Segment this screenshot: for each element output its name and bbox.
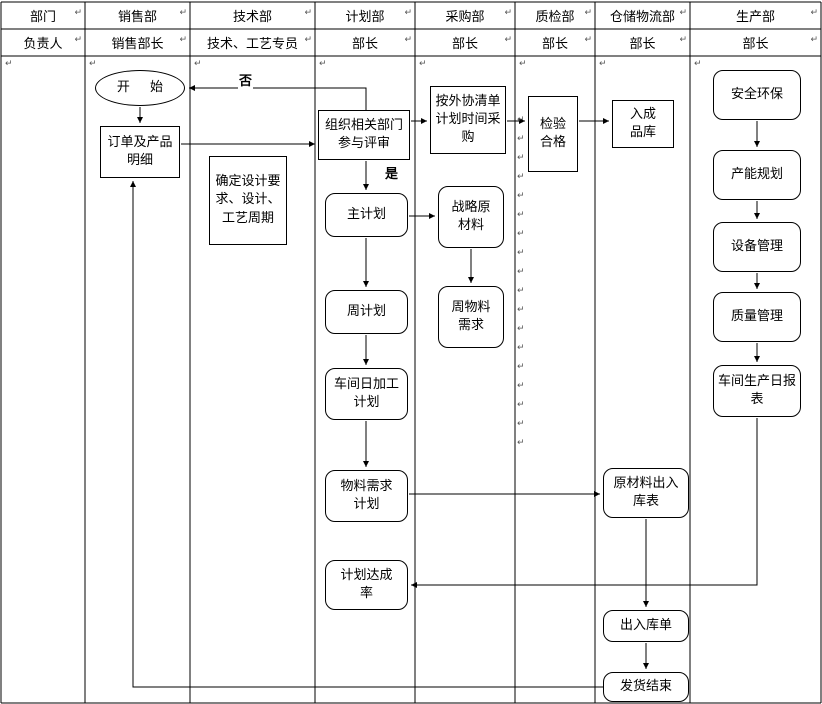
cell-mark-icon: ↵ <box>404 35 412 45</box>
paragraph-mark-icon: ↵ <box>194 59 202 69</box>
node-equipment-management[interactable]: 设备管理 <box>713 222 801 272</box>
cell-mark-icon: ↵ <box>810 35 818 45</box>
cell-mark-icon: ↵ <box>74 8 82 18</box>
node-ship-end[interactable]: 发货结束 <box>603 672 689 702</box>
paragraph-mark-icon: ↵ <box>517 210 525 220</box>
header-dept-corner: 部门↵ <box>29 8 82 25</box>
node-material-plan[interactable]: 物料需求计划 <box>325 470 408 522</box>
node-workshop-daily-plan[interactable]: 车间日加工计划 <box>325 368 408 420</box>
header-dept-qc: 质检部↵ <box>535 8 592 25</box>
node-master-plan[interactable]: 主计划 <box>325 193 408 237</box>
paragraph-mark-icon: ↵ <box>517 191 525 201</box>
arrow-review-no-to-start <box>189 85 367 110</box>
paragraph-mark-icon: ↵ <box>517 115 525 125</box>
header-owner-plan: 部长↵ <box>351 35 412 52</box>
branch-label-yes: 是 <box>384 163 400 182</box>
paragraph-mark-icon: ↵ <box>517 400 525 410</box>
header-dept-sales: 销售部↵ <box>117 8 187 25</box>
cell-mark-icon: ↵ <box>810 8 818 18</box>
cell-mark-icon: ↵ <box>504 35 512 45</box>
cell-mark-icon: ↵ <box>304 35 312 45</box>
header-dept-purchase: 采购部↵ <box>445 8 512 25</box>
paragraph-mark-icon: ↵ <box>517 324 525 334</box>
node-finished-goods-store[interactable]: 入成品库 <box>612 100 674 148</box>
node-design-requirements[interactable]: 确定设计要求、设计、工艺周期 <box>209 156 287 245</box>
node-quality-management[interactable]: 质量管理 <box>713 292 801 342</box>
branch-label-no: 否 <box>238 70 254 89</box>
paragraph-mark-icon: ↵ <box>419 59 427 69</box>
node-weekly-material[interactable]: 周物料需求 <box>438 286 504 348</box>
cell-mark-icon: ↵ <box>679 8 687 18</box>
node-io-order[interactable]: 出入库单 <box>603 610 689 642</box>
cell-mark-icon: ↵ <box>179 8 187 18</box>
header-owner-tech: 技术、工艺专员↵ <box>206 35 312 52</box>
node-outsource-purchase[interactable]: 按外协清单计划时间采购 <box>430 86 506 154</box>
paragraph-mark-icon: ↵ <box>517 381 525 391</box>
paragraph-mark-icon: ↵ <box>519 59 527 69</box>
arrow-shipend-loopback-to-order <box>130 181 603 688</box>
node-plan-achievement[interactable]: 计划达成率 <box>325 560 408 610</box>
paragraph-mark-icon: ↵ <box>599 59 607 69</box>
header-owner-corner: 负责人↵ <box>23 35 82 52</box>
cell-mark-icon: ↵ <box>584 8 592 18</box>
qc-mark-stack: ↵ ↵ ↵ ↵ ↵ ↵ ↵ ↵ ↵ ↵ ↵ ↵ ↵ ↵ ↵ ↵ ↵ ↵ <box>517 116 525 448</box>
header-dept-production: 生产部↵ <box>735 8 818 25</box>
cell-mark-icon: ↵ <box>679 35 687 45</box>
paragraph-mark-icon: ↵ <box>517 248 525 258</box>
cell-mark-icon: ↵ <box>179 35 187 45</box>
paragraph-mark-icon: ↵ <box>694 59 702 69</box>
paragraph-mark-icon: ↵ <box>319 59 327 69</box>
paragraph-mark-icon: ↵ <box>517 438 525 448</box>
header-dept-tech: 技术部↵ <box>232 8 312 25</box>
paragraph-mark-icon: ↵ <box>517 286 525 296</box>
paragraph-mark-icon: ↵ <box>517 419 525 429</box>
paragraph-mark-icon: ↵ <box>517 305 525 315</box>
cell-mark-icon: ↵ <box>304 8 312 18</box>
paragraph-mark-icon: ↵ <box>517 267 525 277</box>
paragraph-mark-icon: ↵ <box>517 343 525 353</box>
paragraph-mark-icon: ↵ <box>517 134 525 144</box>
paragraph-mark-icon: ↵ <box>5 59 13 69</box>
node-review[interactable]: 组织相关部门参与评审 <box>318 110 410 160</box>
node-production-daily-report[interactable]: 车间生产日报表 <box>713 365 801 417</box>
node-strategic-material[interactable]: 战略原材料 <box>438 186 504 248</box>
cell-mark-icon: ↵ <box>584 35 592 45</box>
node-order-detail[interactable]: 订单及产品明细 <box>100 126 180 178</box>
arrow-dailyreport-to-achievement <box>411 418 758 588</box>
paragraph-mark-icon: ↵ <box>517 362 525 372</box>
cell-mark-icon: ↵ <box>74 35 82 45</box>
header-owner-qc: 部长↵ <box>541 35 592 52</box>
paragraph-mark-icon: ↵ <box>517 153 525 163</box>
cell-mark-icon: ↵ <box>504 8 512 18</box>
node-capacity-planning[interactable]: 产能规划 <box>713 150 801 200</box>
header-dept-plan: 计划部↵ <box>345 8 412 25</box>
header-owner-production: 部长↵ <box>742 35 818 52</box>
paragraph-mark-icon: ↵ <box>517 172 525 182</box>
paragraph-mark-icon: ↵ <box>517 229 525 239</box>
node-start[interactable]: 开 始 <box>95 70 185 106</box>
node-inspection-pass[interactable]: 检验合格 <box>528 96 578 172</box>
node-week-plan[interactable]: 周计划 <box>325 290 408 334</box>
header-owner-purchase: 部长↵ <box>451 35 512 52</box>
cell-mark-icon: ↵ <box>404 8 412 18</box>
header-dept-warehouse: 仓储物流部↵ <box>609 8 687 25</box>
paragraph-mark-icon: ↵ <box>89 59 97 69</box>
node-raw-material-io-table[interactable]: 原材料出入库表 <box>603 468 689 518</box>
header-owner-sales: 销售部长↵ <box>111 35 187 52</box>
node-safety-environment[interactable]: 安全环保 <box>713 70 801 120</box>
header-owner-warehouse: 部长↵ <box>629 35 687 52</box>
